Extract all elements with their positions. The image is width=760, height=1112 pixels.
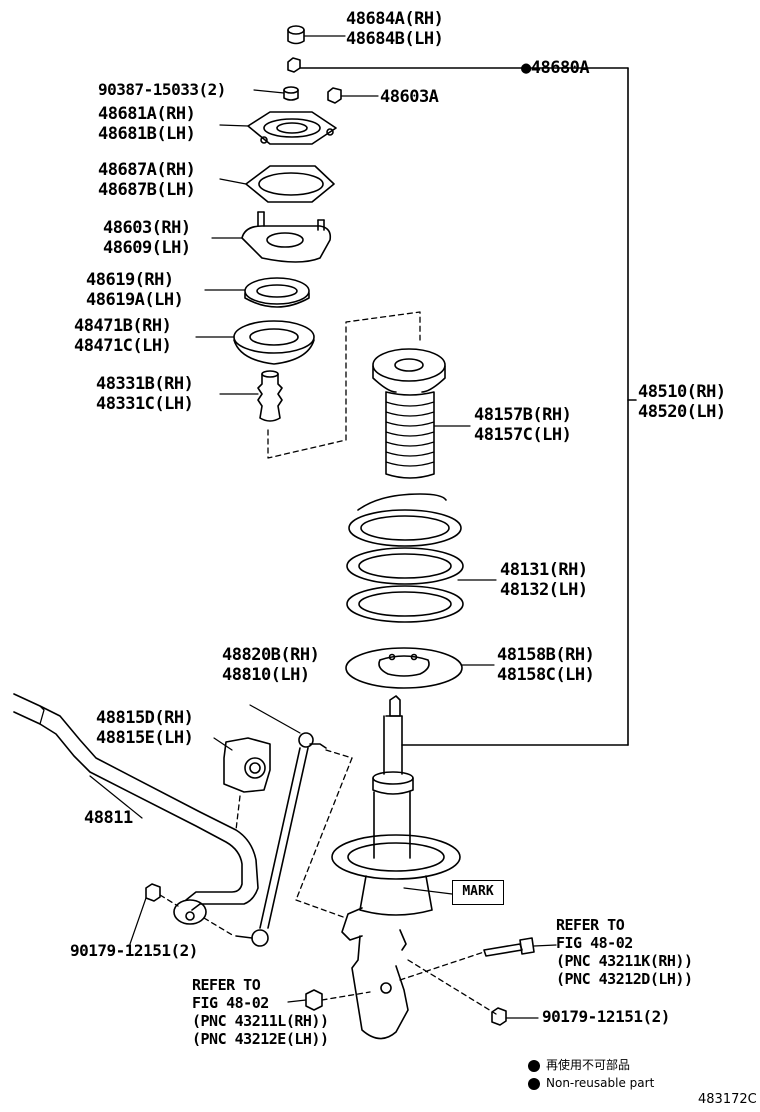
refer2-line3: (PNC 43211L(RH)) — [192, 1012, 329, 1030]
refer2-line4: (PNC 43212E(LH)) — [192, 1030, 329, 1048]
label-90179-right-text: 90179-12151(2) — [542, 1007, 670, 1026]
label-48619a-lh: 48619A(LH) — [86, 290, 184, 310]
label-48681-rh: 48681A(RH) — [98, 104, 196, 124]
label-48681: 48681A(RH) 48681B(LH) — [98, 104, 196, 144]
legend-jp: 再使用不可部品 — [528, 1056, 630, 1073]
refer2-line1: REFER TO — [192, 976, 261, 994]
label-48681-lh: 48681B(LH) — [98, 124, 196, 144]
collar-90387 — [253, 86, 299, 101]
label-48820: 48820B(RH) 48810(LH) — [222, 645, 320, 685]
label-90387-text: 90387-15033(2) — [98, 80, 226, 99]
label-48687-lh: 48687B(LH) — [98, 180, 196, 200]
figure-id: 483172C — [698, 1092, 757, 1107]
label-48158: 48158B(RH) 48158C(LH) — [497, 645, 595, 685]
label-48603-rh: 48603(RH) — [103, 218, 191, 238]
label-48603a-text: 48603A — [380, 87, 439, 107]
label-48331-lh: 48331C(LH) — [96, 394, 194, 414]
label-48471: 48471B(RH) 48471C(LH) — [74, 316, 172, 356]
label-48684-rh: 48684A(RH) — [346, 9, 444, 29]
refer1-line4: (PNC 43212D(LH)) — [556, 970, 693, 988]
nut-90179-left — [129, 883, 161, 945]
label-90179-left: 90179-12151(2) — [70, 942, 198, 959]
label-48815-rh: 48815D(RH) — [96, 708, 194, 728]
shock-absorber — [331, 695, 461, 1040]
boot-48157 — [372, 348, 471, 479]
nut-90179-right — [491, 1007, 539, 1026]
label-48132-lh: 48132(LH) — [500, 580, 588, 600]
label-48331: 48331B(RH) 48331C(LH) — [96, 374, 194, 414]
label-48157-lh: 48157C(LH) — [474, 425, 572, 445]
support-48603 — [211, 211, 332, 263]
label-48603: 48603(RH) 48609(LH) — [103, 218, 191, 258]
label-48471-rh: 48471B(RH) — [74, 316, 172, 336]
label-48471-lh: 48471C(LH) — [74, 336, 172, 356]
refer1-line1: REFER TO — [556, 916, 625, 934]
bolt-43211k — [483, 937, 557, 957]
label-48603a: 48603A — [380, 87, 439, 107]
label-90179-left-text: 90179-12151(2) — [70, 941, 198, 960]
nut-43211l — [287, 989, 323, 1011]
seat-48471 — [195, 320, 315, 365]
label-48811: 48811 — [84, 808, 133, 828]
legend-jp-text: 再使用不可部品 — [546, 1058, 631, 1072]
cap-48684 — [287, 25, 346, 45]
label-48820-rh: 48820B(RH) — [222, 645, 320, 665]
refer2-line2: FIG 48-02 — [192, 994, 269, 1012]
label-48131-rh: 48131(RH) — [500, 560, 588, 580]
label-48810-lh: 48810(LH) — [222, 665, 310, 685]
refer-block-2: REFER TO FIG 48-02 (PNC 43211L(RH)) (PNC… — [192, 976, 329, 1048]
stabilizer-bar-48811 — [13, 693, 259, 925]
label-48520-lh: 48520(LH) — [638, 402, 726, 422]
refer1-line3: (PNC 43211K(RH)) — [556, 952, 693, 970]
refer1-line2: FIG 48-02 — [556, 934, 633, 952]
non-reusable-dot-icon — [528, 1059, 540, 1072]
label-48331-rh: 48331B(RH) — [96, 374, 194, 394]
figure-id-text: 483172C — [698, 1092, 757, 1107]
refer-block-1: REFER TO FIG 48-02 (PNC 43211K(RH)) (PNC… — [556, 916, 693, 988]
gasket-48687 — [219, 165, 335, 203]
legend-en: Non-reusable part — [528, 1076, 654, 1090]
label-48619-rh: 48619(RH) — [86, 270, 174, 290]
dashed-assembly-lines — [159, 749, 497, 1015]
label-48157-rh: 48157B(RH) — [474, 405, 572, 425]
non-reusable-dot-icon — [528, 1077, 540, 1090]
label-48158-lh: 48158C(LH) — [497, 665, 595, 685]
mark-text: MARK — [462, 884, 494, 899]
bumper-48331 — [219, 370, 283, 422]
label-48684-lh: 48684B(LH) — [346, 29, 444, 49]
coil-spring-48131 — [346, 493, 497, 623]
label-48510: 48510(RH) 48520(LH) — [638, 382, 726, 422]
label-90179-right: 90179-12151(2) — [542, 1008, 670, 1025]
label-48619: 48619(RH) 48619A(LH) — [86, 270, 184, 310]
legend-en-text: Non-reusable part — [546, 1076, 655, 1090]
label-48609-lh: 48609(LH) — [103, 238, 191, 258]
label-48815-lh: 48815E(LH) — [96, 728, 194, 748]
nut-48603a — [327, 87, 379, 104]
bearing-48619 — [204, 277, 310, 308]
nut-48680a — [287, 57, 301, 73]
label-90387: 90387-15033(2) — [98, 81, 226, 98]
label-48815: 48815D(RH) 48815E(LH) — [96, 708, 194, 748]
label-48680a: ●48680A — [521, 58, 590, 78]
assembly-bracket — [299, 67, 637, 746]
plate-48681 — [219, 111, 337, 145]
label-48680a-text: ●48680A — [521, 58, 590, 78]
label-48687-rh: 48687A(RH) — [98, 160, 196, 180]
label-48157: 48157B(RH) 48157C(LH) — [474, 405, 572, 445]
label-48687: 48687A(RH) 48687B(LH) — [98, 160, 196, 200]
label-48684: 48684A(RH) 48684B(LH) — [346, 9, 444, 49]
mark-box: MARK — [452, 880, 504, 905]
label-48510-rh: 48510(RH) — [638, 382, 726, 402]
label-48158-rh: 48158B(RH) — [497, 645, 595, 665]
dashed-group-frame — [267, 311, 421, 459]
stabilizer-link-48820 — [235, 704, 327, 947]
label-48131: 48131(RH) 48132(LH) — [500, 560, 588, 600]
insulator-48158 — [345, 647, 495, 689]
label-48811-text: 48811 — [84, 808, 133, 828]
bushing-48815 — [213, 737, 271, 793]
